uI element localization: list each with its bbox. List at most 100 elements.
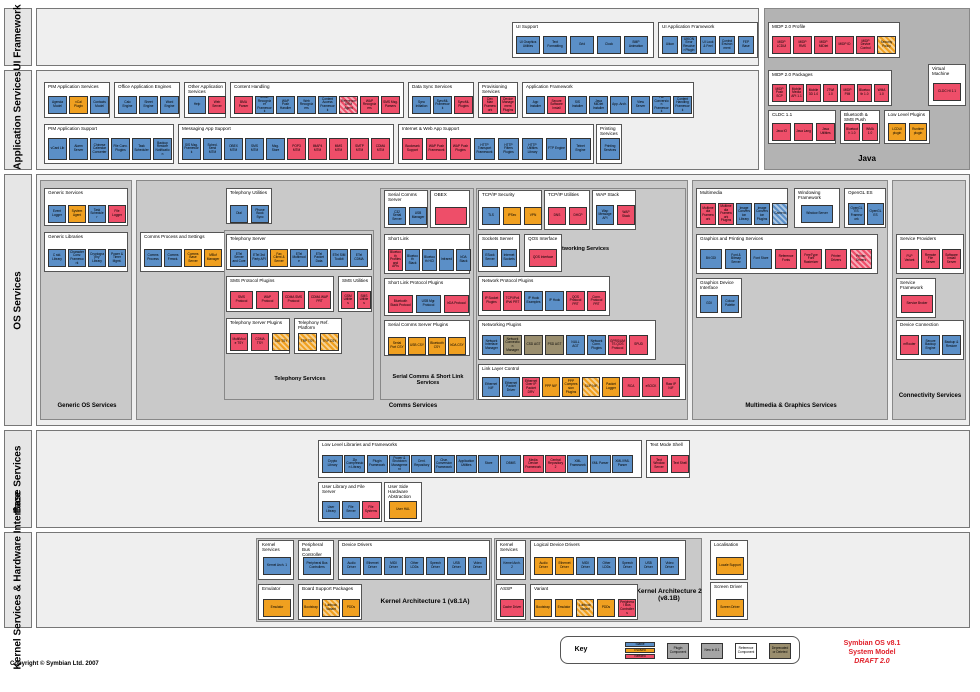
component-cell: IP Hook Examples <box>524 291 543 311</box>
app-pim_app-title: PIM Application Services <box>48 84 99 89</box>
component-cell: SIM TSY <box>272 333 290 351</box>
kern-k1-em-title: Emulator <box>262 586 281 591</box>
component-cell: Sched. Send MTM <box>203 138 222 160</box>
component-cell: Backup & Restore <box>942 335 961 355</box>
component-cell: Ethernet Packet Driver <box>502 377 520 397</box>
component-cell: Multimedia Framework Plugins <box>718 203 734 225</box>
component-cell: Text Window Server <box>650 455 668 473</box>
component-cell: MIDP LCDUI <box>772 36 791 54</box>
os-comms-net_proto-title: Network Protocol Plugins <box>482 278 534 283</box>
component-cell: Audio Driver <box>342 557 361 575</box>
component-cell: Printer Drivers <box>825 249 847 269</box>
os-comms-llc-title: Link Layer Control <box>482 366 520 371</box>
java-midp_profile-title: MIDP 2.0 Profile <box>772 24 806 29</box>
component-cell: Printing Services <box>600 138 620 160</box>
component-cell: OpenGL ES <box>867 203 884 225</box>
component-cell: Java MIDlet Installer <box>589 96 608 114</box>
component-cell: Char. Conversion Framework <box>433 455 455 473</box>
component-cell: SMS Utilities <box>357 291 371 309</box>
os-generic-services-title: Generic Services <box>48 190 83 195</box>
component-cell: Kernel Arch. 2 <box>500 557 524 575</box>
component-cell: Secure Software Install <box>547 96 566 114</box>
component-cell: Reference DRM Agent <box>339 96 358 114</box>
component-cell: SyncML Plugins <box>454 96 473 114</box>
app-appfw-title: Application Framework <box>526 84 573 89</box>
key-cell: Needed <box>625 654 655 659</box>
component-cell: ETel SIM Toolkit <box>330 249 348 267</box>
component-cell: ETel Multimode <box>290 249 308 267</box>
kern-k1-ks-title: Kernel Services <box>262 542 280 552</box>
component-cell: SyncML Framework <box>433 96 452 114</box>
os-comms-sockets-title: Sockets Server <box>482 236 514 241</box>
key-cell: New in 8.1 <box>701 643 723 659</box>
component-cell: XML/VML Parser <box>611 455 633 473</box>
app-prov-title: Provisioning Services <box>482 84 508 94</box>
component-cell: Bit GDI <box>700 249 722 269</box>
component-cell: IP Hook <box>545 291 564 311</box>
app-print-title: Printing Services <box>600 126 618 136</box>
component-cell: Clock <box>597 36 621 54</box>
component-cell: Lubbock Variant <box>322 599 340 617</box>
component-cell: Cryptography Library <box>88 249 106 267</box>
component-cell: USB CSY <box>408 337 426 355</box>
component-cell: SIS Installer <box>568 96 587 114</box>
component-cell: ETel CDMA <box>350 249 368 267</box>
networking-group-label: Networking Services <box>554 246 610 252</box>
kernel1-group-label: Kernel Architecture 1 (v8.1A) <box>380 598 470 605</box>
component-cell: Java IO <box>772 123 791 141</box>
kernel2-group-label: Kernel Architecture 2 (v8.1B) <box>636 588 702 602</box>
component-cell: SMTP MTM <box>350 138 369 160</box>
copyright-text: Copyright © Symbian Ltd. 2007 <box>10 661 99 667</box>
component-cell: PSD AGT <box>545 335 564 355</box>
component-cell: DBMS <box>500 455 522 473</box>
component-cell: Cache Driver <box>500 599 524 617</box>
component-cell: SMS MTM <box>245 138 264 160</box>
component-cell: MIDI Driver <box>384 557 403 575</box>
component-cell: Task Scheduler <box>132 138 151 160</box>
component-cell: Ethernet Over IP Packet DRV <box>522 377 540 397</box>
base-ulf-title: User Library and File Server <box>322 484 365 494</box>
os-comms-tsy-title: Telephony Server Plugins <box>230 320 283 325</box>
component-cell: File Logger <box>108 205 126 223</box>
component-cell: UIKON Error Resolver Plugin <box>681 36 697 54</box>
java-ll-title: Low Level Plugins <box>888 112 926 117</box>
os-conn-prov-title: Service Providers <box>900 236 936 241</box>
component-cell: IP Socket Plugins <box>482 291 501 311</box>
component-cell: ETel Packet Data <box>310 249 328 267</box>
key-cell: Evolved <box>625 648 655 653</box>
os-comms-serial-title: Serial Comms Server <box>388 192 417 202</box>
component-cell: Text Shell <box>671 455 689 473</box>
component-cell: Zip Compression Library <box>344 455 366 473</box>
component-cell: Sync Initiation <box>412 96 431 114</box>
component-cell: PPP Compression Plugins <box>562 377 580 397</box>
component-cell: WAP Push Handler <box>276 96 295 114</box>
component-cell: MIDP MIDlet <box>814 36 833 54</box>
component-cell: RCA <box>622 377 640 397</box>
kern-k1-pbc-title: Peripheral Bus Controller <box>302 542 323 557</box>
component-cell: C32 Serial Server <box>388 207 406 225</box>
component-cell: Remote File Server <box>921 249 940 269</box>
component-cell: PLP Variant <box>900 249 919 269</box>
component-cell: TRP TSY <box>298 333 317 351</box>
component-cell: JTWI 1.0 <box>823 84 838 102</box>
component-cell: HTTP Filters Plugins <box>498 138 519 160</box>
component-cell: Power & Timer Mgmt. <box>108 249 126 267</box>
component-cell: TLS <box>482 207 500 225</box>
kern-k1-dd-title: Device Drivers <box>342 542 372 547</box>
component-cell: QOS Protocol PRT <box>566 291 585 311</box>
component-cell: PDDs <box>597 599 615 617</box>
component-cell: GDI <box>700 295 718 313</box>
